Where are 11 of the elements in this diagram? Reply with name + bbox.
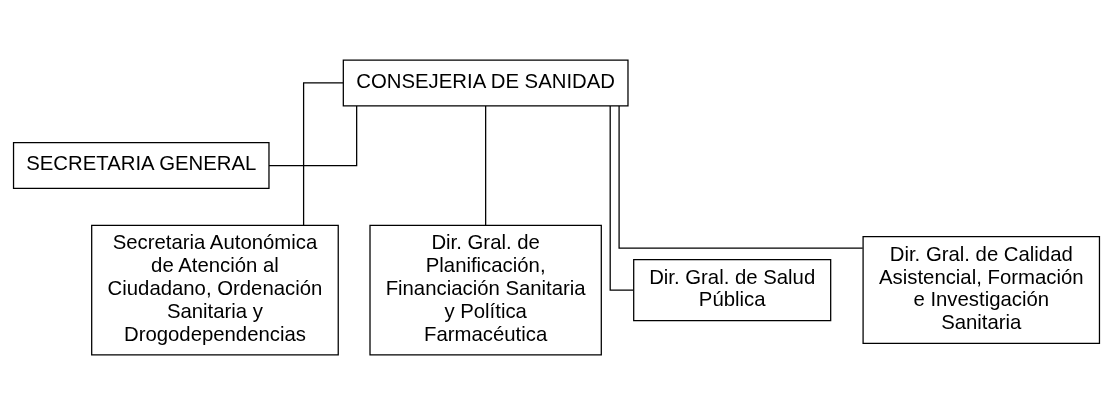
connector (302, 81, 344, 226)
node-box: SECRETARIA GENERAL (12, 141, 270, 189)
node-box: Secretaria Autonómica de Atención al Ciudadano, Ordenación Sanitaria y Drogodependencias (91, 224, 339, 356)
connector (268, 104, 358, 166)
node-box: Dir. Gral. de Calidad Asistencial, Formación e Investigación Sanitaria (862, 235, 1101, 344)
node-box: Dir. Gral. de Salud Pública (633, 258, 832, 321)
connector (618, 104, 864, 249)
connector (485, 104, 487, 226)
connector (609, 104, 634, 291)
node-box: CONSEJERIA DE SANIDAD (342, 58, 629, 106)
node-box: Dir. Gral. de Planificación, Financiación Sanitaria y Política Farmacéutica (369, 224, 602, 356)
